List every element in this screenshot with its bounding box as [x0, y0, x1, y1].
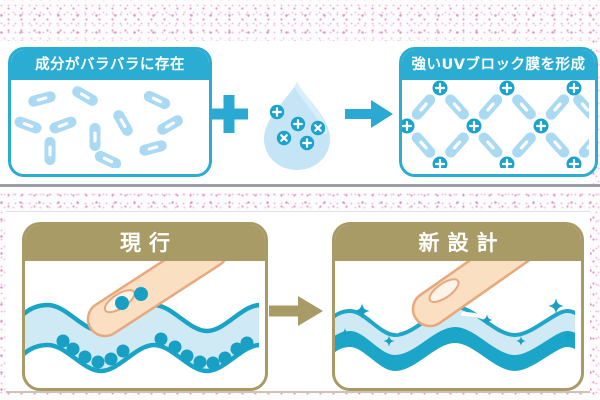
pigment-particles [56, 332, 254, 370]
new-box-title: 新設計 [335, 225, 581, 261]
uv-block-film-box: 強いUVブロック膜を形成 [399, 47, 598, 177]
film-under-layer [335, 327, 575, 369]
lifted-particles [115, 287, 148, 310]
scattered-capsules-graphic [12, 84, 185, 168]
current-design-box: 現行 [22, 222, 268, 391]
panel-divider-line [0, 184, 600, 187]
new-design-box: 新設計 [332, 222, 584, 391]
bottom-edge-line [6, 391, 590, 393]
new-design-graphic [335, 261, 575, 372]
arrow-right-icon [269, 296, 323, 326]
uv-block-box-title: 強いUVブロック膜を形成 [402, 50, 595, 80]
current-design-graphic [25, 261, 259, 374]
network-lattice-graphic [402, 80, 589, 168]
arrow-right-icon [345, 100, 393, 128]
scattered-box-title: 成分がバラバラに存在 [11, 50, 209, 80]
gloss-dot [394, 328, 400, 334]
current-box-title: 現行 [25, 225, 265, 261]
plus-icon [210, 95, 248, 133]
finger-icon [411, 261, 552, 328]
scattered-ingredients-box: 成分がバラバラに存在 [8, 47, 212, 177]
water-droplet-icon [264, 82, 330, 170]
